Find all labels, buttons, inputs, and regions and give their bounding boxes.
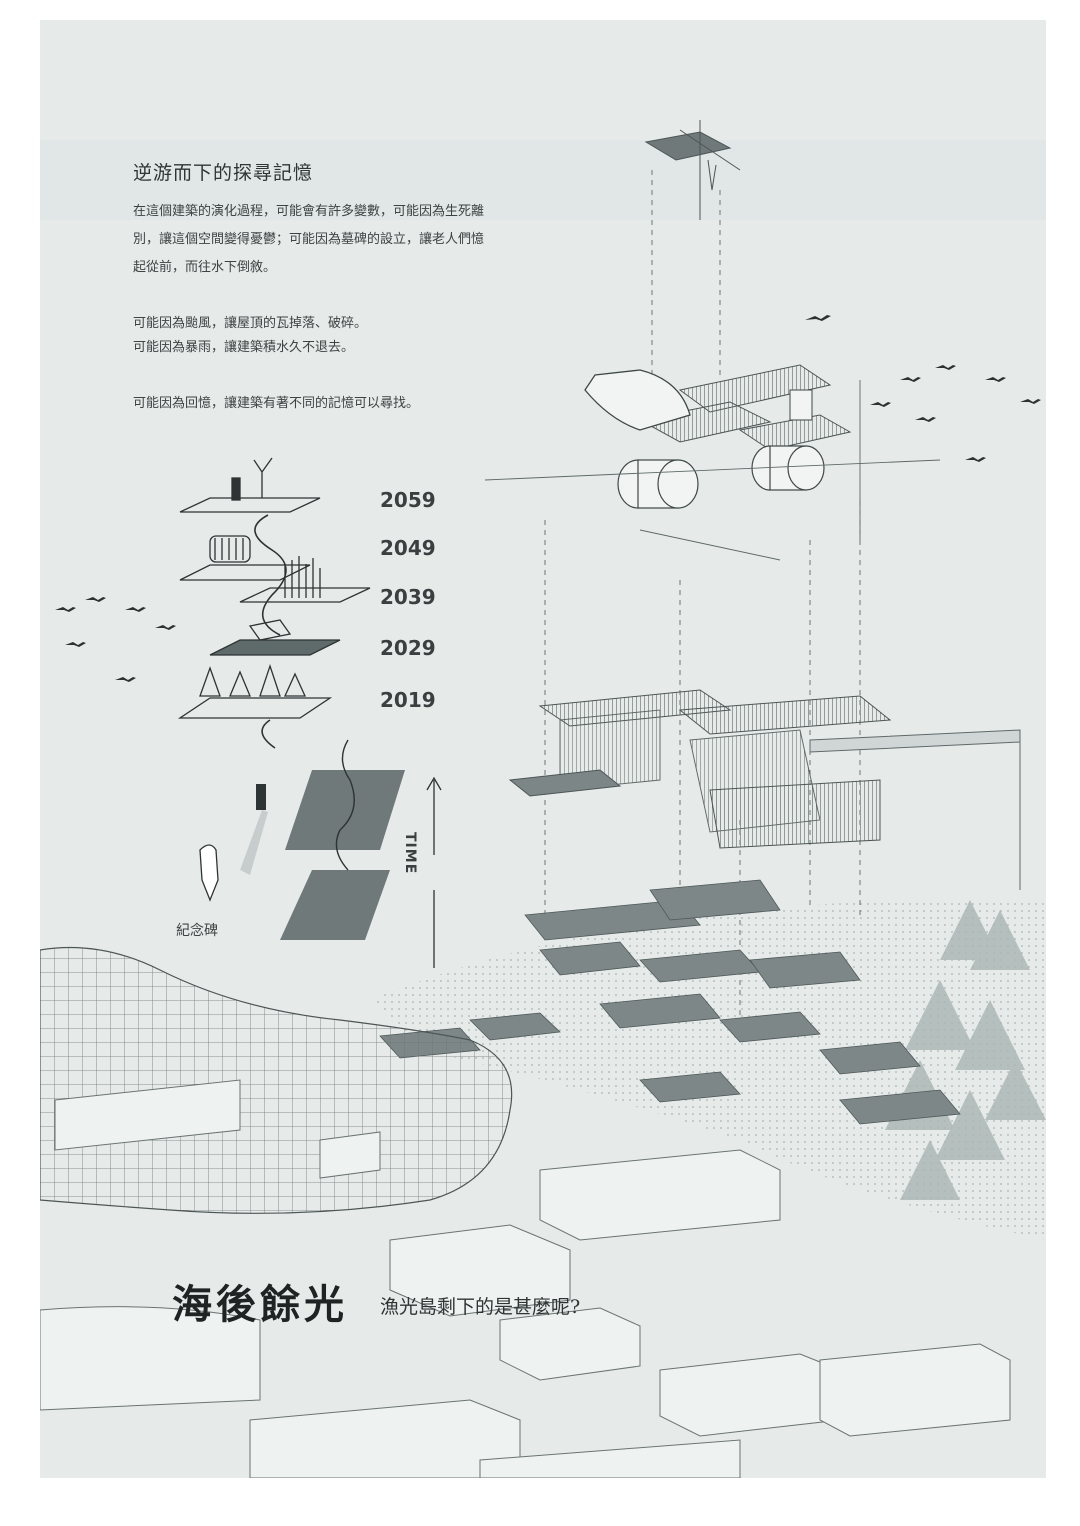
ground-buildings [40, 1079, 1011, 1478]
upper-level [484, 364, 941, 561]
year-label: 2029 [380, 636, 436, 660]
middle-level [508, 689, 1021, 890]
year-label: 2019 [380, 688, 436, 712]
year-label: 2039 [380, 585, 436, 609]
poster-subtitle: 漁光島剩下的是甚麼呢? [380, 1296, 581, 1318]
axonometric-drawing [40, 120, 1046, 1478]
memory-plate-lower [280, 870, 390, 940]
memory-plate-upper [285, 770, 405, 850]
net-wall [40, 946, 513, 1214]
top-platform [644, 120, 741, 220]
intro-paragraph-2b: 可能因為暴雨，讓建築積水久不退去。 [133, 340, 355, 355]
dotted-terrain [370, 899, 1046, 1240]
plate-2039 [239, 587, 371, 603]
plate-2019 [177, 697, 333, 719]
year-label: 2059 [380, 488, 436, 512]
monument-label: 紀念碑 [176, 923, 218, 939]
monument-block [256, 784, 266, 810]
plate-2049 [179, 564, 311, 581]
intro-paragraph-3: 可能因為回憶，讓建築有著不同的記憶可以尋找。 [133, 396, 420, 411]
water-tower [789, 389, 813, 421]
guide-lines [544, 170, 861, 1020]
year-label: 2049 [380, 536, 436, 560]
birds [55, 315, 1041, 682]
plate-2029 [209, 639, 341, 656]
boat [584, 369, 691, 431]
tanks [617, 445, 825, 509]
intro-title: 逆游而下的探尋記憶 [133, 162, 314, 184]
timeline-diagram [177, 457, 442, 968]
plate-2059 [179, 497, 321, 513]
poster: 逆游而下的探尋記憶 在這個建築的演化過程，可能會有許多變數，可能因為生死離別，讓… [40, 20, 1046, 1478]
intro-paragraph-2a: 可能因為颱風，讓屋頂的瓦掉落、破碎。 [133, 316, 368, 331]
time-axis-label: TIME [402, 832, 418, 875]
poster-title: 海後餘光 [172, 1281, 348, 1328]
mist-band [40, 140, 1046, 220]
intro-paragraph-1: 在這個建築的演化過程，可能會有許多變數，可能因為生死離別，讓這個空間變得憂鬱；可… [133, 204, 485, 275]
lower-roofs [379, 879, 961, 1125]
